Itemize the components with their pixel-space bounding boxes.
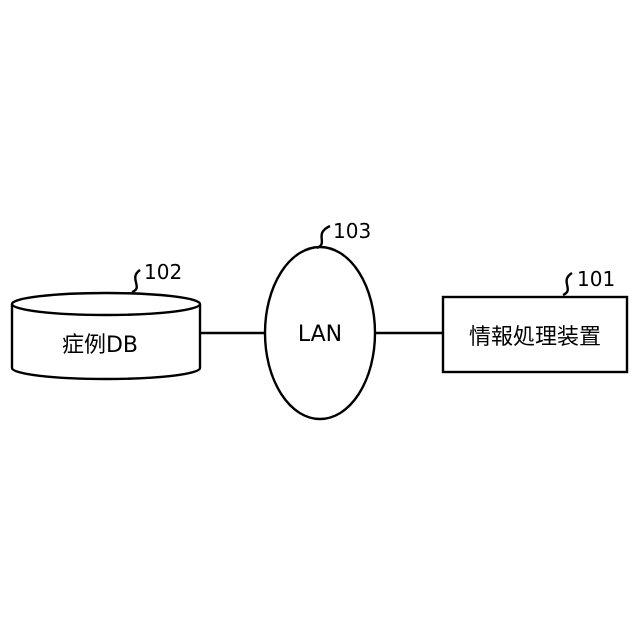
case-db-node: 症例DB bbox=[12, 293, 200, 379]
lan-label: LAN bbox=[298, 322, 342, 347]
lan-node: LAN bbox=[265, 247, 375, 419]
case-db-label: 症例DB bbox=[62, 333, 138, 358]
info-processor-node: 情報処理装置 bbox=[443, 297, 627, 372]
case-db-ref: 102 bbox=[144, 260, 182, 284]
info-processor-ref: 101 bbox=[577, 267, 615, 291]
lan-ref: 103 bbox=[333, 219, 371, 243]
info-processor-label: 情報処理装置 bbox=[469, 325, 601, 350]
lan-leader bbox=[317, 226, 330, 248]
case-db-leader bbox=[132, 270, 140, 292]
case-db-cylinder-top bbox=[12, 293, 200, 315]
info-processor-leader bbox=[563, 273, 572, 295]
